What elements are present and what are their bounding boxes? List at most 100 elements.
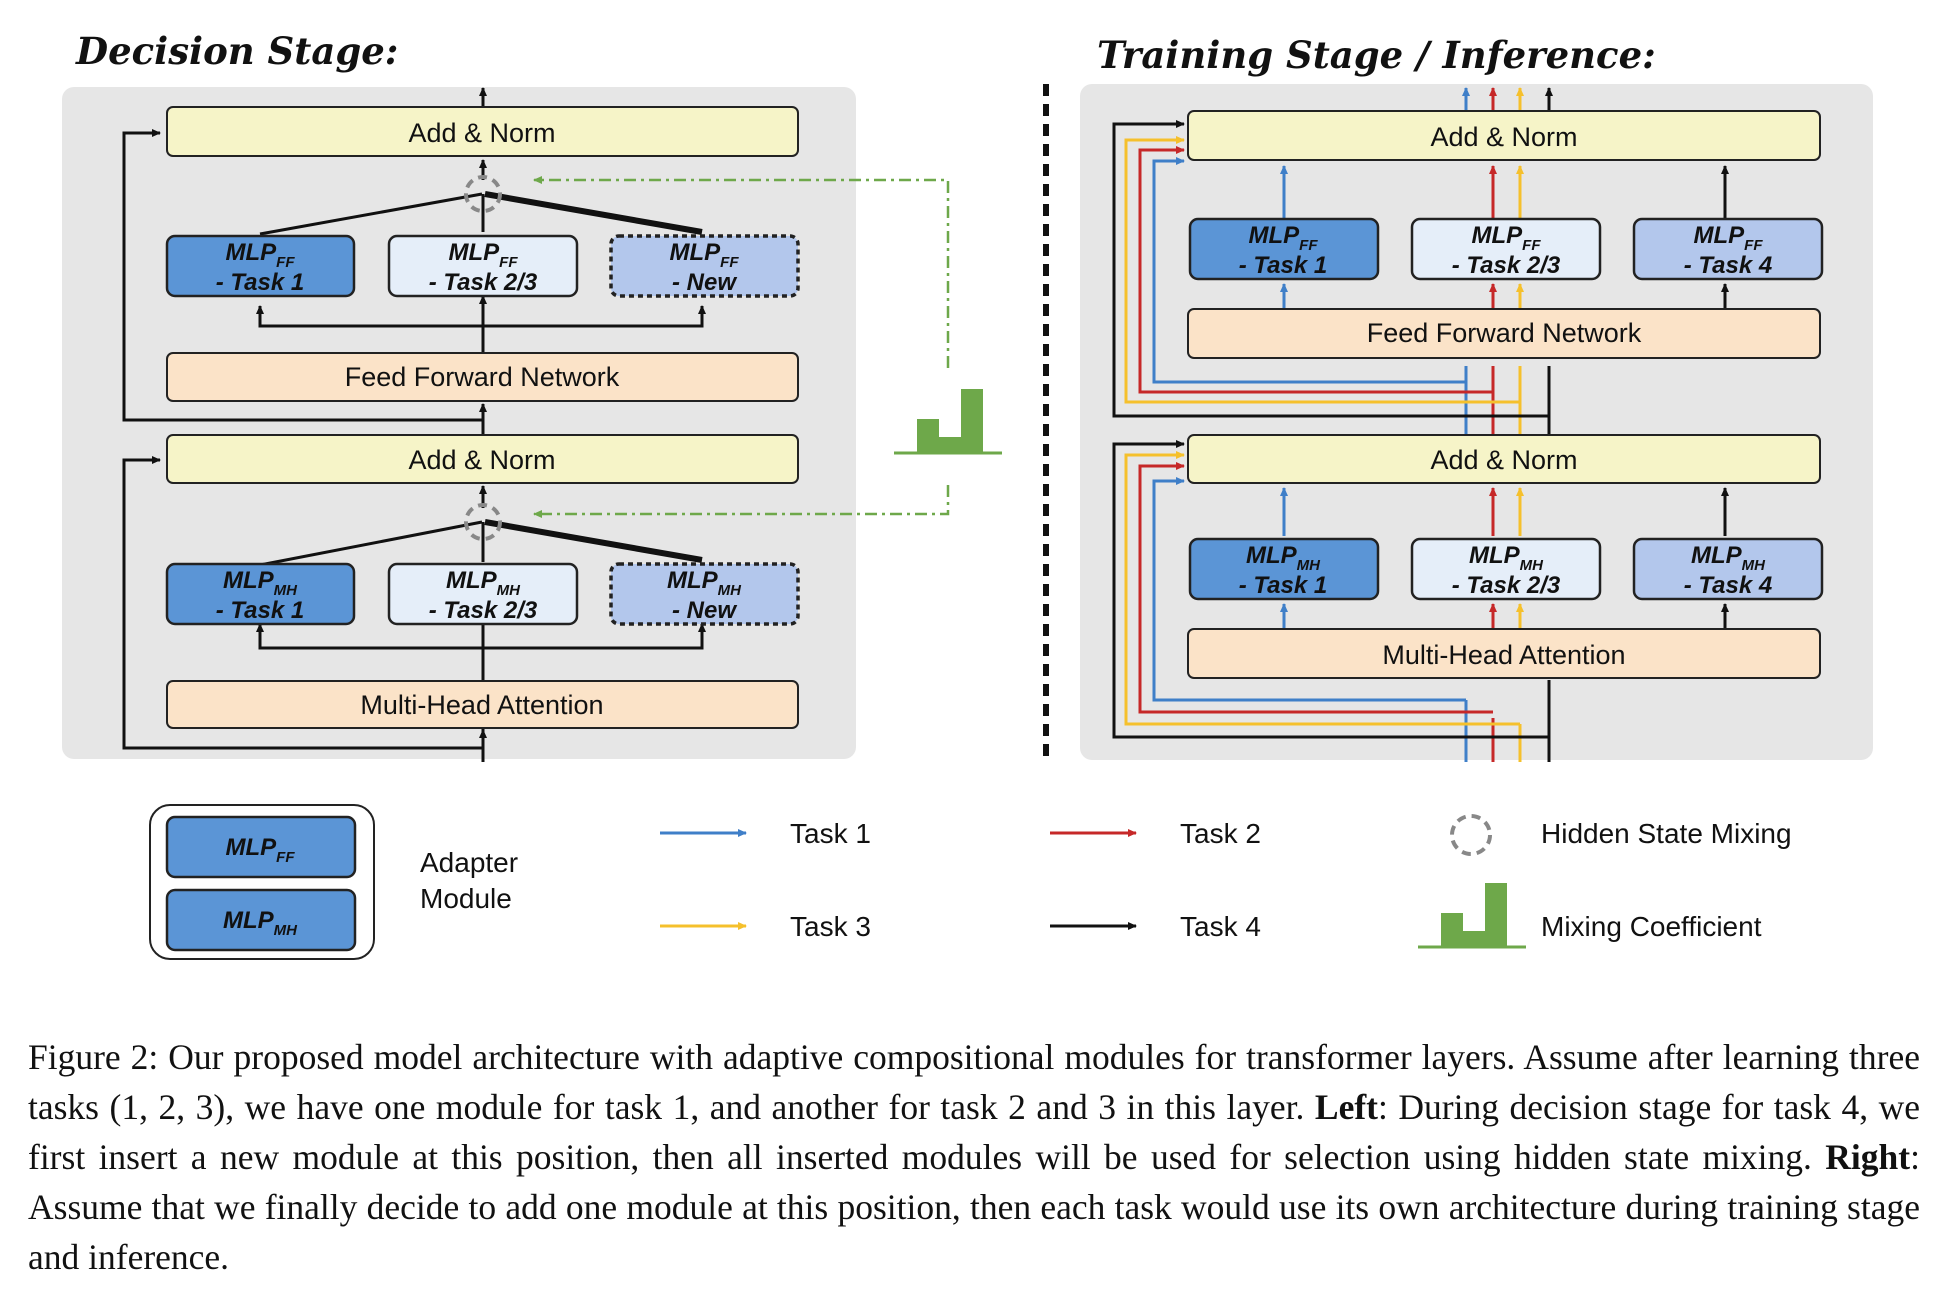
training-add-norm-bottom-label: Add & Norm bbox=[1430, 445, 1577, 475]
svg-text:MLPFF: MLPFF bbox=[1694, 222, 1764, 254]
mlp-subscript: FF bbox=[276, 849, 295, 866]
mixing-coefficient-icon bbox=[894, 389, 1002, 455]
training-mlp-mh-task1: MLPMH - Task 1 bbox=[1188, 537, 1380, 601]
training-ffn bbox=[1187, 308, 1821, 359]
decision-mlp-mh-task1: MLPMH - Task 1 bbox=[165, 562, 356, 626]
mlp-task-label: - Task 2/3 bbox=[429, 597, 538, 624]
training-mlp-ff-task23: MLPFF - Task 2/3 bbox=[1410, 217, 1602, 281]
mlp-subscript: FF bbox=[1522, 237, 1541, 254]
mlp-subscript: FF bbox=[1299, 237, 1318, 254]
mlp-subscript: MH bbox=[1742, 557, 1766, 574]
svg-text:MLPMH: MLPMH bbox=[446, 567, 521, 599]
mlp-label: MLP bbox=[449, 239, 501, 266]
mlp-subscript: FF bbox=[1744, 237, 1763, 254]
mlp-subscript: MH bbox=[718, 582, 742, 599]
training-mlp-ff-task1: MLPFF - Task 1 bbox=[1188, 217, 1380, 281]
mlp-label: MLP bbox=[226, 239, 278, 266]
svg-text:MLPFF: MLPFF bbox=[226, 834, 296, 866]
caption-text: Figure 2: Our proposed model architectur… bbox=[28, 1037, 1920, 1127]
hidden-state-mixing-icon bbox=[464, 175, 502, 213]
caption-right-bold: Right bbox=[1825, 1137, 1911, 1177]
mlp-task-label: - Task 2/3 bbox=[429, 269, 538, 296]
heading-training-stage: Training Stage / Inference: bbox=[1097, 33, 1656, 77]
mlp-task-label: - Task 1 bbox=[216, 597, 305, 624]
legend-task4-label: Task 4 bbox=[1180, 911, 1261, 942]
mlp-subscript: MH bbox=[274, 582, 298, 599]
figure-caption: Figure 2: Our proposed model architectur… bbox=[28, 1032, 1920, 1282]
training-flow-lines bbox=[1112, 87, 1729, 762]
mlp-label: MLP bbox=[670, 239, 722, 266]
svg-text:MLPMH: MLPMH bbox=[223, 907, 298, 939]
training-mha-label: Multi-Head Attention bbox=[1382, 640, 1625, 670]
caption-left-text: : During decision stage for task 4, we f… bbox=[28, 1087, 1920, 1177]
decision-ffn-label: Feed Forward Network bbox=[345, 362, 620, 392]
mixing-coefficient-links bbox=[533, 176, 950, 518]
decision-mha-label: Multi-Head Attention bbox=[360, 690, 603, 720]
decision-add-norm-top bbox=[166, 106, 799, 157]
mlp-label: MLP bbox=[1694, 222, 1746, 249]
decision-add-norm-bottom-label: Add & Norm bbox=[408, 445, 555, 475]
mlp-task-label: - Task 4 bbox=[1684, 572, 1773, 599]
mlp-label: MLP bbox=[1691, 542, 1743, 569]
caption-left-bold: Left bbox=[1314, 1087, 1378, 1127]
decision-add-norm-bottom bbox=[166, 434, 799, 484]
mlp-label: MLP bbox=[223, 567, 275, 594]
mlp-task-label: - Task 4 bbox=[1684, 252, 1773, 279]
mlp-task-label: - Task 1 bbox=[216, 269, 305, 296]
heading-decision-stage: Decision Stage: bbox=[75, 29, 398, 73]
decision-mlp-mh-new: MLPMH - New bbox=[609, 562, 800, 626]
mlp-label: MLP bbox=[1249, 222, 1301, 249]
training-add-norm-top-label: Add & Norm bbox=[1430, 122, 1577, 152]
legend-hidden-state-mixing-label: Hidden State Mixing bbox=[1541, 818, 1792, 849]
hidden-state-mixing-icon bbox=[464, 503, 502, 541]
decision-mlp-ff-new: MLPFF - New bbox=[609, 234, 800, 298]
mlp-subscript: FF bbox=[276, 254, 295, 271]
mlp-task-label: - New bbox=[672, 597, 737, 624]
mlp-subscript: MH bbox=[274, 922, 298, 939]
mlp-label: MLP bbox=[223, 907, 275, 934]
legend-task1-label: Task 1 bbox=[790, 818, 871, 849]
mlp-task-label: - New bbox=[672, 269, 737, 296]
mlp-task-label: - Task 1 bbox=[1239, 252, 1328, 279]
legend: MLPFF MLPMH Adapter Module Task 1 Task 3… bbox=[149, 804, 1792, 960]
svg-text:MLPMH: MLPMH bbox=[1246, 542, 1321, 574]
svg-text:MLPMH: MLPMH bbox=[667, 567, 742, 599]
training-mlp-mh-task23: MLPMH - Task 2/3 bbox=[1410, 537, 1602, 601]
svg-text:MLPMH: MLPMH bbox=[1469, 542, 1544, 574]
mlp-task-label: - Task 2/3 bbox=[1452, 572, 1561, 599]
decision-ffn bbox=[166, 352, 799, 402]
legend-task3-label: Task 3 bbox=[790, 911, 871, 942]
mlp-label: MLP bbox=[1472, 222, 1524, 249]
mlp-task-label: - Task 2/3 bbox=[1452, 252, 1561, 279]
training-ffn-label: Feed Forward Network bbox=[1367, 318, 1642, 348]
decision-add-norm-top-label: Add & Norm bbox=[408, 118, 555, 148]
legend-adapter-label-line1: Adapter bbox=[420, 847, 518, 878]
decision-mha bbox=[166, 680, 799, 729]
svg-text:MLPMH: MLPMH bbox=[223, 567, 298, 599]
legend-hidden-state-mixing-icon bbox=[1450, 814, 1492, 856]
legend-mixing-coefficient-icon bbox=[1418, 883, 1526, 949]
mlp-subscript: FF bbox=[499, 254, 518, 271]
mlp-subscript: FF bbox=[720, 254, 739, 271]
training-mlp-mh-task4: MLPMH - Task 4 bbox=[1632, 537, 1824, 601]
svg-text:MLPMH: MLPMH bbox=[1691, 542, 1766, 574]
training-mlp-ff-task4: MLPFF - Task 4 bbox=[1632, 217, 1824, 281]
legend-adapter-module: MLPFF MLPMH Adapter Module bbox=[149, 804, 518, 960]
decision-panel bbox=[62, 87, 856, 759]
mlp-label: MLP bbox=[667, 567, 719, 594]
mlp-subscript: MH bbox=[1520, 557, 1544, 574]
svg-text:MLPFF: MLPFF bbox=[226, 239, 296, 271]
decision-mlp-ff-task1: MLPFF - Task 1 bbox=[165, 234, 356, 298]
svg-text:MLPFF: MLPFF bbox=[1249, 222, 1319, 254]
mlp-label: MLP bbox=[1246, 542, 1298, 569]
svg-text:MLPFF: MLPFF bbox=[1472, 222, 1542, 254]
svg-text:MLPFF: MLPFF bbox=[670, 239, 740, 271]
training-add-norm-bottom bbox=[1187, 434, 1821, 484]
mlp-label: MLP bbox=[226, 834, 278, 861]
mlp-label: MLP bbox=[446, 567, 498, 594]
legend-task2-label: Task 2 bbox=[1180, 818, 1261, 849]
decision-flow-lines bbox=[122, 87, 706, 762]
mlp-task-label: - Task 1 bbox=[1239, 572, 1328, 599]
mlp-subscript: MH bbox=[1297, 557, 1321, 574]
